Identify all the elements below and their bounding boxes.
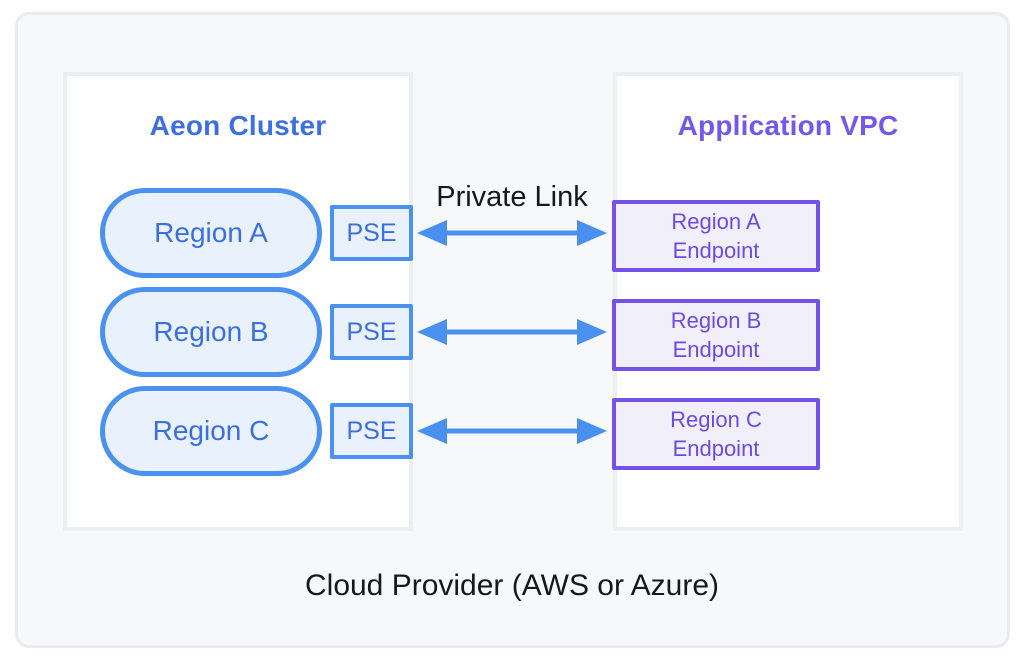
region-c-node: Region C bbox=[100, 386, 322, 476]
aeon-cluster-title: Aeon Cluster bbox=[149, 110, 327, 141]
region-b-node: Region B bbox=[100, 287, 322, 377]
region-c-pse-label: PSE bbox=[346, 416, 397, 445]
application-vpc-title: Application VPC bbox=[677, 110, 899, 141]
region-a-endpoint-box: Region A Endpoint bbox=[612, 200, 820, 272]
region-b-pse-label: PSE bbox=[346, 317, 397, 346]
region-b-endpoint-box: Region B Endpoint bbox=[612, 299, 820, 371]
region-b-pse-badge: PSE bbox=[330, 304, 413, 360]
region-a-endpoint-line2: Endpoint bbox=[672, 238, 760, 263]
region-b-label: Region B bbox=[153, 316, 269, 347]
region-b-endpoint-line2: Endpoint bbox=[672, 337, 760, 362]
region-a-pse-badge: PSE bbox=[330, 205, 413, 261]
region-c-bidirectional-arrow-icon bbox=[417, 418, 607, 444]
region-b-bidirectional-arrow-icon bbox=[417, 319, 607, 345]
private-link-label: Private Link bbox=[436, 181, 588, 213]
region-c-endpoint-line2: Endpoint bbox=[672, 436, 760, 461]
region-a-bidirectional-arrow-icon bbox=[417, 220, 607, 246]
region-a-endpoint-line1: Region A bbox=[671, 208, 761, 234]
region-c-label: Region C bbox=[152, 415, 270, 446]
region-c-pse-badge: PSE bbox=[330, 403, 413, 459]
region-c-endpoint-line1: Region C bbox=[670, 406, 762, 432]
region-a-pse-label: PSE bbox=[346, 218, 397, 247]
region-b-endpoint-line1: Region B bbox=[670, 307, 762, 333]
region-a-node: Region A bbox=[100, 188, 322, 278]
cloud-provider-label: Cloud Provider (AWS or Azure) bbox=[304, 569, 720, 602]
region-c-endpoint-box: Region C Endpoint bbox=[612, 398, 820, 470]
region-a-label: Region A bbox=[154, 217, 268, 248]
